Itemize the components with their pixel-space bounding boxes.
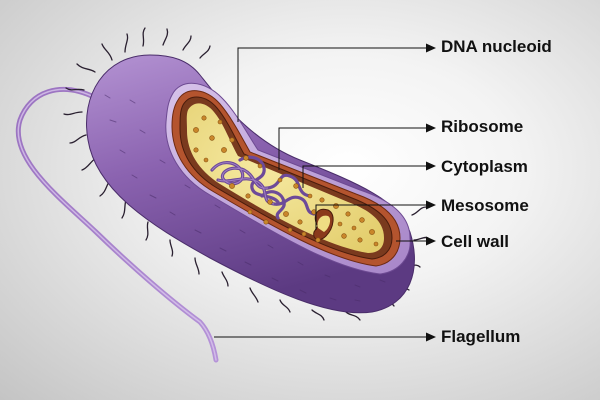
leader-arrowheads <box>426 43 436 342</box>
label-ribosome: Ribosome <box>441 117 524 136</box>
cytoplasm <box>186 103 384 253</box>
label-flagellum: Flagellum <box>441 327 521 346</box>
label-cytoplasm: Cytoplasm <box>441 157 528 176</box>
label-dna-nucleoid: DNA nucleoid <box>441 37 552 56</box>
ribosomes <box>193 115 379 247</box>
label-cell-wall: Cell wall <box>441 232 510 251</box>
leader-lines <box>214 47 428 338</box>
leader-line-ribosome <box>278 127 428 170</box>
leader-line-cytoplasm <box>302 165 428 188</box>
leader-line-mesosome <box>315 204 428 230</box>
label-mesosome: Mesosome <box>441 196 529 215</box>
flagellum-highlight <box>17 88 217 361</box>
surface-texture <box>104 94 386 302</box>
leader-line-dna-nucleoid <box>237 47 428 122</box>
